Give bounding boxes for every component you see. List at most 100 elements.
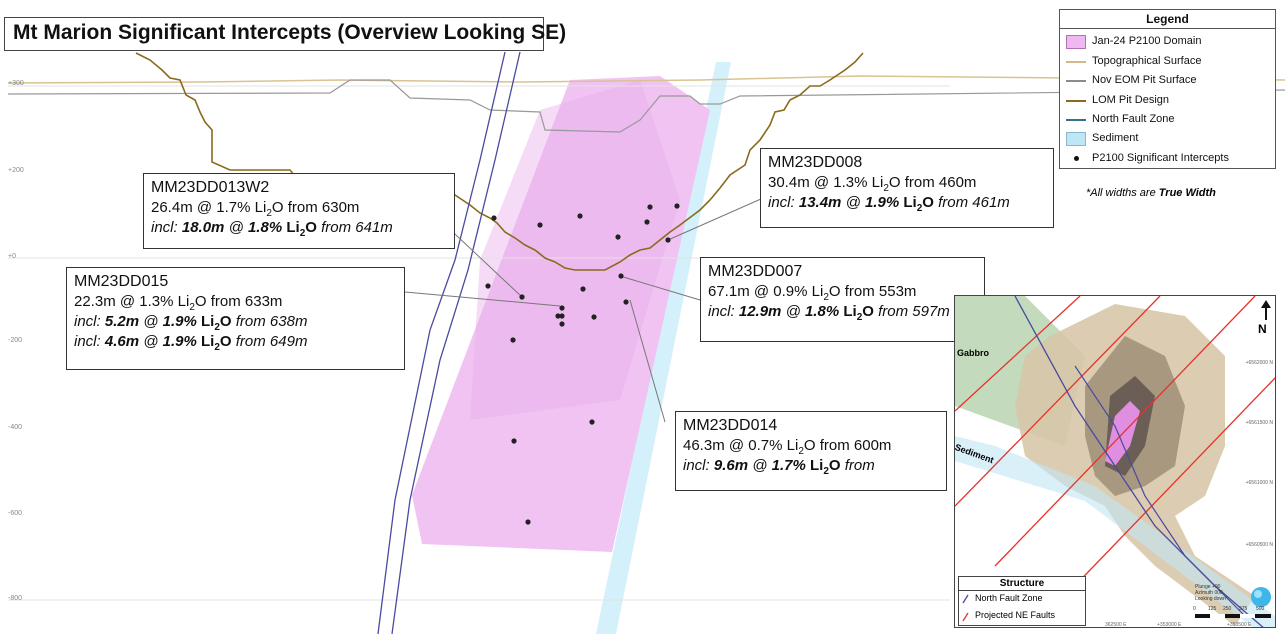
intercept-point: [577, 213, 583, 219]
easting-tick: 362500 E: [1105, 622, 1127, 628]
incl-word: incl:: [151, 219, 178, 236]
intercept-point: [615, 234, 621, 240]
hole-id: MM23DD008: [768, 154, 863, 171]
legend-label: Nov EOM Pit Surface: [1092, 74, 1197, 86]
note-text: *All widths are: [1086, 187, 1159, 199]
interval-length: 5.2m: [104, 313, 140, 330]
structure-symbols: [962, 594, 969, 622]
legend-item-topo: Topographical Surface: [1066, 53, 1271, 71]
note-bold: True Width: [1158, 187, 1216, 199]
subscript: 2: [214, 322, 220, 333]
gabbro-label: Gabbro: [957, 348, 990, 358]
from-depth: 600m: [853, 437, 892, 454]
intercept-point: [591, 314, 597, 320]
incl-word: incl:: [708, 303, 735, 320]
intercepts: [485, 203, 680, 525]
li2o: Li2O: [811, 283, 841, 303]
structure-item: North Fault Zone: [975, 593, 1043, 603]
scale-label: 250: [1223, 606, 1232, 612]
li2o: Li2O: [871, 174, 901, 194]
incl-word: incl:: [768, 194, 795, 211]
grade-value: 1.7%: [216, 199, 251, 216]
hole-id: MM23DD007: [708, 263, 803, 280]
northing-tick: +6560500 N: [1245, 542, 1273, 548]
legend-label: Jan-24 P2100 Domain: [1092, 35, 1202, 47]
legend-label: Sediment: [1092, 132, 1139, 144]
inset-north-fault: [1074, 365, 1246, 617]
from-depth: 460m: [938, 174, 977, 191]
elevation-label: +0: [8, 253, 16, 260]
intercept-point: [618, 273, 624, 279]
elevation-label: -600: [8, 510, 23, 517]
li2o: Li2O: [177, 293, 207, 313]
intercept-point: [510, 337, 516, 343]
northing-tick: +6562000 N: [1245, 360, 1273, 366]
lom-pit-design: [135, 52, 864, 271]
legend-item-fault: North Fault Zone: [1066, 111, 1271, 129]
li2o-bold: Li2O: [286, 219, 317, 239]
subscript: 2: [856, 312, 863, 323]
legend-header: Legend: [1060, 10, 1275, 29]
subscript: 2: [798, 446, 804, 457]
view-globe-highlight: [1254, 590, 1262, 598]
subscript: 2: [189, 302, 195, 313]
inset-north-fault: [1014, 296, 1264, 627]
ore-domain-shade: [470, 80, 680, 420]
li2o-bold: Li2O: [903, 194, 934, 214]
subscript: 2: [823, 466, 829, 477]
nov-eom-pit-surface: [7, 79, 1285, 133]
grade-value: 1.7%: [771, 457, 806, 474]
incl-intercept: incl: 18.0m @ 1.8% Li2O from 641m: [151, 219, 393, 239]
incl-intercept: incl: 9.6m @ 1.7% Li2O from: [683, 457, 875, 477]
grade-value: 0.7%: [748, 437, 783, 454]
elevation-label: -200: [8, 337, 23, 344]
interval-length: 12.9m: [738, 303, 782, 320]
intercept-point: [555, 313, 561, 319]
main-intercept: 46.3m @ 0.7% Li2O from 600m: [683, 437, 892, 457]
leader-line: [629, 299, 666, 423]
grade-value: 0.9%: [773, 283, 808, 300]
northing-tick: +6561000 N: [1245, 480, 1273, 486]
incl-word: incl:: [74, 333, 101, 350]
li2o-bold: Li2O: [201, 313, 232, 333]
legend-label: P2100 Significant Intercepts: [1092, 152, 1229, 164]
topo-swatch: [1066, 61, 1086, 63]
scale-label: 125: [1208, 606, 1217, 612]
incl-intercept: incl: 13.4m @ 1.9% Li2O from 461m: [768, 194, 1010, 214]
topographic-surface: [7, 75, 1285, 84]
intercept-point: [511, 438, 517, 444]
inset-sediment: [955, 436, 1275, 627]
intercept-point: [559, 321, 565, 327]
from-depth: 641m: [355, 219, 393, 236]
elevation-label: +300: [8, 80, 24, 87]
interval-length: 30.4m: [768, 174, 810, 191]
hole-id: MM23DD015: [74, 273, 169, 290]
incl-intercept: incl: 12.9m @ 1.8% Li2O from 597m: [708, 303, 950, 323]
intercept-point: [537, 222, 543, 228]
view-looking: Looking down: [1195, 596, 1226, 602]
width-note: *All widths are True Width: [1086, 187, 1216, 199]
north-fault-symbol: [962, 594, 969, 604]
hole-id: MM23DD014: [683, 417, 778, 434]
interval-length: 4.6m: [104, 333, 140, 350]
intercept-point: [580, 286, 586, 292]
intercept-point: [525, 519, 531, 525]
intercept-point: [589, 419, 595, 425]
leader-line: [404, 291, 561, 307]
view-globe-icon: [1251, 587, 1271, 607]
title-box: Mt Marion Significant Intercepts (Overvi…: [4, 17, 566, 51]
intercept-point: [665, 237, 671, 243]
legend-item-sediment: Sediment: [1066, 130, 1271, 148]
sediment-band: [596, 62, 731, 634]
scale-bar: [1195, 614, 1271, 618]
from-depth: 461m: [972, 194, 1010, 211]
view-azimuth: Azimuth 000: [1195, 590, 1223, 596]
lom-pit-swatch: [1066, 100, 1086, 102]
interval-length: 46.3m: [683, 437, 725, 454]
elevation-label: -400: [8, 424, 23, 431]
grade-value: 1.8%: [247, 219, 283, 236]
